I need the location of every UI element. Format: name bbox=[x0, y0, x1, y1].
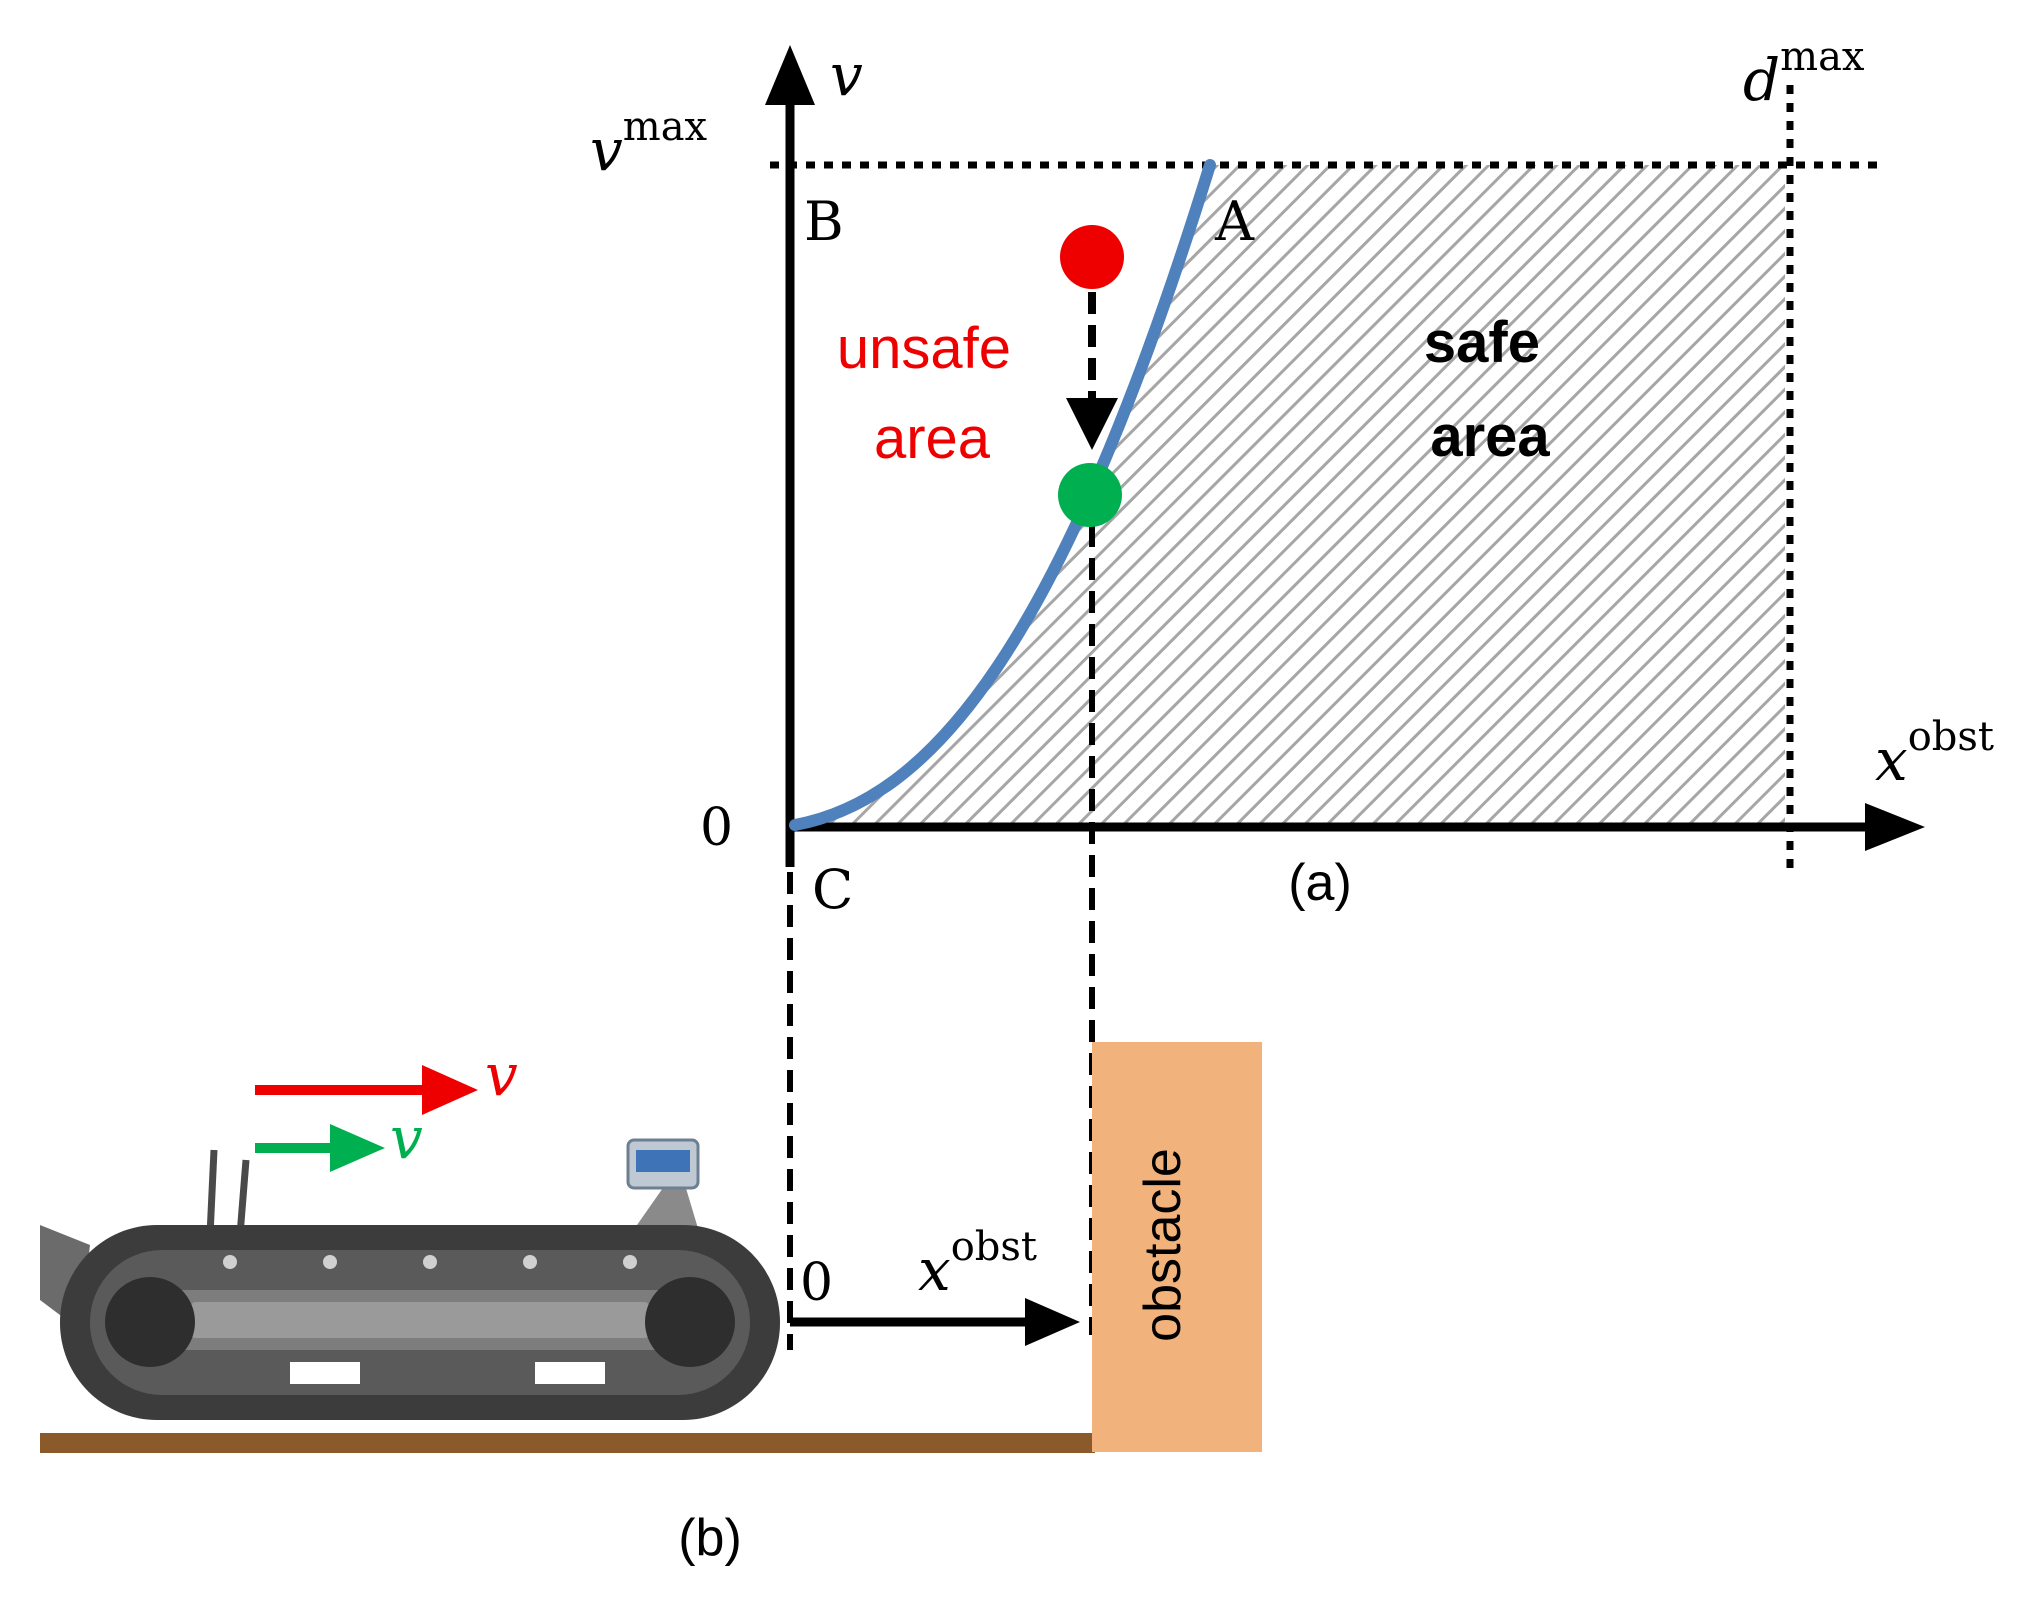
dmax-label: dmax bbox=[1743, 34, 1865, 114]
robot-foot bbox=[535, 1362, 605, 1384]
robot-lidar-window bbox=[636, 1150, 690, 1172]
robot-bolt bbox=[423, 1255, 437, 1269]
robot-bolt bbox=[323, 1255, 337, 1269]
robot-foot bbox=[290, 1362, 360, 1384]
point-b-label: B bbox=[804, 190, 844, 253]
safe-point bbox=[1058, 463, 1122, 527]
robot-bolt bbox=[623, 1255, 637, 1269]
panel-b-label: (b) bbox=[678, 1509, 742, 1567]
distance-arrowhead bbox=[1025, 1298, 1080, 1346]
robot-scene: obstacle bbox=[40, 1041, 1262, 1567]
point-c-label: C bbox=[812, 858, 853, 921]
robot-lidar-mount bbox=[630, 1185, 700, 1235]
velocity-label-red: v bbox=[485, 1041, 518, 1109]
robot-antenna bbox=[236, 1159, 250, 1236]
tracked-robot bbox=[40, 1138, 780, 1420]
robot-wheel bbox=[105, 1277, 195, 1367]
safe-area-label: safe area bbox=[1424, 310, 1556, 469]
velocity-label-green: v bbox=[390, 1104, 423, 1172]
vmax-label: vmax bbox=[590, 104, 708, 184]
safe-boundary-curve bbox=[789, 159, 1216, 831]
y-axis-arrowhead bbox=[765, 45, 815, 105]
origin-label: 0 bbox=[700, 798, 733, 858]
robot-bolt bbox=[223, 1255, 237, 1269]
velocity-arrowhead-green bbox=[330, 1124, 385, 1172]
safe-region bbox=[790, 165, 1785, 827]
speed-reduction-arrowhead bbox=[1066, 398, 1118, 450]
x-axis-arrowhead bbox=[1865, 803, 1925, 851]
robot-chassis-panel bbox=[190, 1302, 650, 1338]
obstacle-block bbox=[1092, 1042, 1262, 1452]
x-axis-label: xobst bbox=[1875, 714, 1994, 794]
robot-antenna bbox=[206, 1149, 218, 1236]
y-axis-label: v bbox=[830, 41, 863, 109]
unsafe-area-label: unsafe area bbox=[837, 316, 1027, 471]
robot-bolt bbox=[523, 1255, 537, 1269]
robot-wheel bbox=[645, 1277, 735, 1367]
point-a-label: A bbox=[1214, 190, 1255, 253]
scene-origin-label: 0 bbox=[800, 1253, 833, 1313]
safe-speed-chart: v vmax dmax xobst 0 A B C unsafe area sa… bbox=[590, 34, 1994, 1350]
panel-a-label: (a) bbox=[1288, 854, 1352, 912]
velocity-arrowhead-red bbox=[422, 1065, 478, 1115]
unsafe-point bbox=[1060, 225, 1124, 289]
obstacle-label: obstacle bbox=[1134, 1148, 1192, 1342]
ground bbox=[40, 1433, 1095, 1453]
distance-label: xobst bbox=[918, 1224, 1037, 1304]
